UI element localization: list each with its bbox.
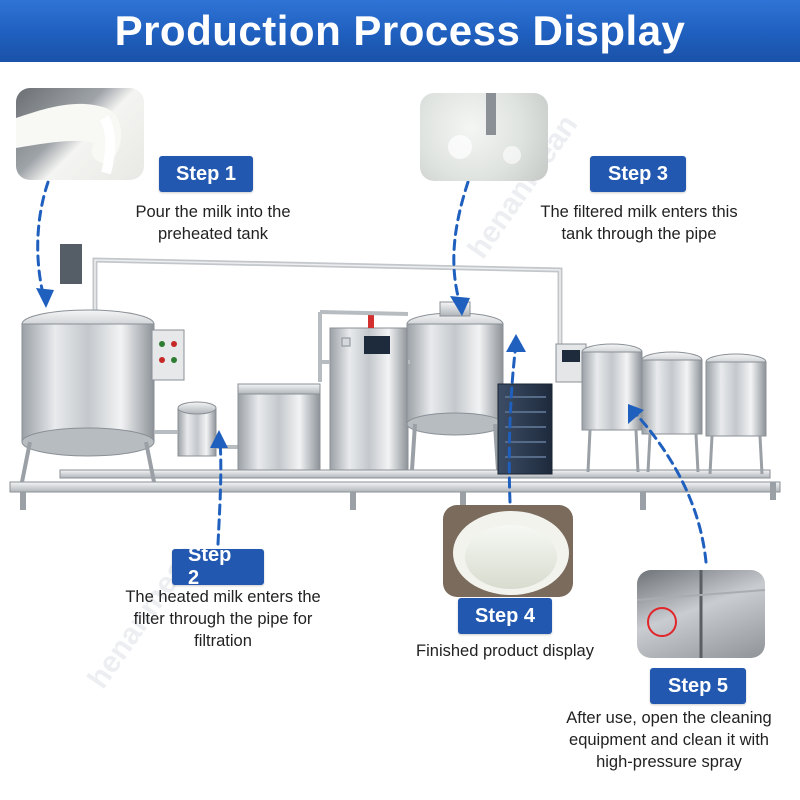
arrow-step4 bbox=[507, 342, 518, 504]
control-cabinet bbox=[329, 314, 409, 471]
photo-filtered-milk-tank bbox=[420, 93, 548, 181]
step-3-label: Step 3 bbox=[607, 162, 669, 185]
step-4-caption: Finished product display bbox=[416, 642, 594, 660]
step-5-badge: Step 5 bbox=[650, 668, 746, 704]
highlight-circle bbox=[647, 607, 677, 637]
step-2-label: Step 2 bbox=[188, 544, 232, 589]
filter-unit bbox=[154, 401, 240, 457]
condenser-unit bbox=[497, 383, 553, 475]
page-title: Production Process Display bbox=[114, 7, 686, 54]
step-1-caption: Pour the milk into the preheated tank bbox=[135, 203, 291, 243]
step-4-label: Step 4 bbox=[474, 604, 536, 627]
step-4-badge: Step 4 bbox=[458, 598, 552, 634]
cleaning-tanks bbox=[555, 343, 767, 475]
preheated-tank bbox=[20, 244, 185, 483]
receiving-tank bbox=[406, 301, 504, 471]
base-frame bbox=[9, 469, 781, 510]
step-2-badge: Step 2 bbox=[172, 544, 264, 589]
cooling-box bbox=[237, 383, 321, 471]
step-2-caption: The heated milk enters the filter throug… bbox=[125, 588, 321, 650]
step-1-badge: Step 1 bbox=[159, 156, 253, 192]
step-3-caption: The filtered milk enters this tank throu… bbox=[540, 203, 738, 243]
photo-cleaning-spray bbox=[637, 570, 765, 658]
step-1-label: Step 1 bbox=[175, 162, 237, 185]
step-3-badge: Step 3 bbox=[590, 156, 686, 192]
photo-pouring-milk bbox=[16, 88, 144, 180]
page-header: Production Process Display bbox=[0, 0, 800, 62]
arrow-step5 bbox=[634, 412, 708, 564]
production-line-illustration bbox=[9, 140, 781, 564]
photo-finished-product bbox=[443, 505, 573, 597]
arrow-step3 bbox=[452, 180, 470, 306]
arrow-step2 bbox=[216, 438, 223, 546]
step-5-label: Step 5 bbox=[667, 674, 729, 697]
step-5-caption: After use, open the cleaning equipment a… bbox=[566, 709, 772, 771]
